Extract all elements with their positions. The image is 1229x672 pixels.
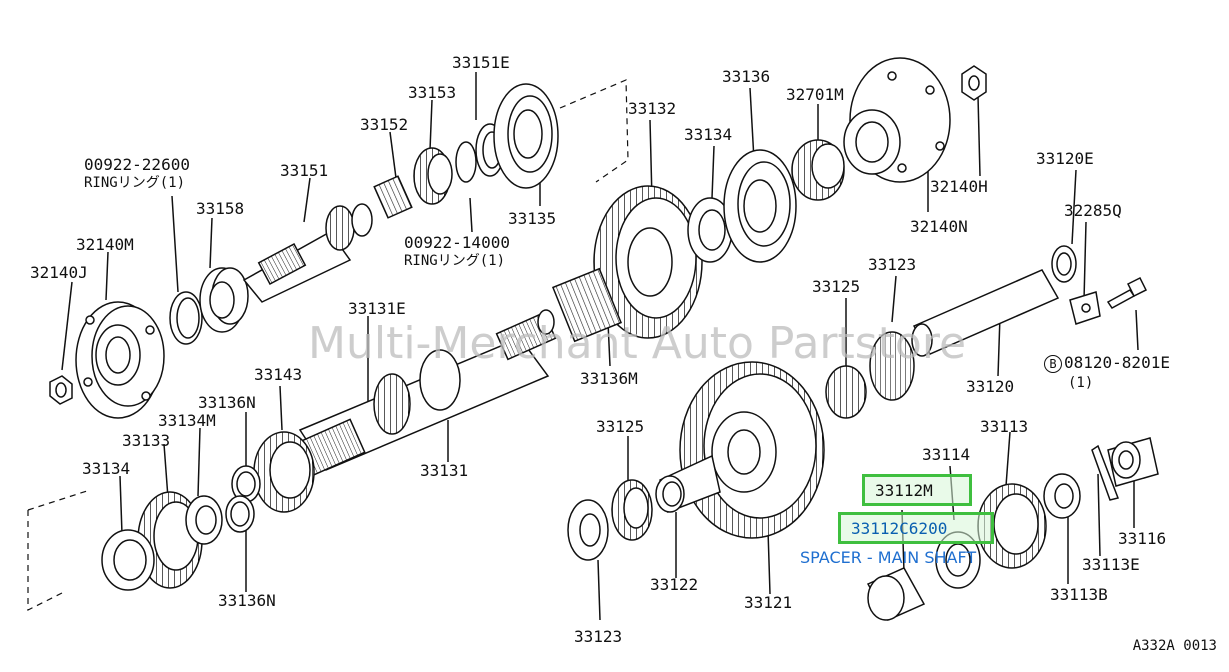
gear-33121: [659, 361, 825, 539]
part-note-bolt-qty: (1): [1068, 375, 1094, 391]
part-label-33152[interactable]: 33152: [360, 115, 409, 134]
part-label-33113b[interactable]: 33113B: [1050, 585, 1108, 604]
bearing-33153: [413, 147, 453, 205]
spacer-33112m: [866, 567, 926, 621]
plate-32285q: [1069, 291, 1101, 325]
bearing-33152: [373, 175, 413, 219]
guide-lines: [27, 79, 629, 611]
pin-33113e: [1091, 444, 1120, 501]
bearing-33123: [869, 331, 915, 401]
bearing-33135: [493, 83, 559, 189]
ring-00922-14000: [455, 141, 477, 183]
nut-32140j: [49, 375, 73, 405]
part-label-33158[interactable]: 33158: [196, 199, 245, 218]
highlight-label-33112c6200: 33112C6200: [851, 519, 948, 538]
washer-33120e: [1051, 245, 1077, 283]
gear-33132: [593, 185, 703, 339]
part-label-33123-lower[interactable]: 33123: [574, 627, 623, 646]
ring-33122: [655, 475, 685, 513]
part-label-33136m[interactable]: 33136M: [580, 369, 638, 388]
part-label-33134m[interactable]: 33134M: [158, 411, 216, 430]
part-label-33136n-lower[interactable]: 33136N: [218, 591, 276, 610]
seal-32701m: [791, 139, 845, 201]
part-label-33132[interactable]: 33132: [628, 99, 677, 118]
highlight-33112m[interactable]: 33112M: [862, 474, 972, 506]
part-label-32140j[interactable]: 32140J: [30, 263, 88, 282]
part-label-33116[interactable]: 33116: [1118, 529, 1167, 548]
part-label-33121[interactable]: 33121: [744, 593, 793, 612]
hub-33143: [253, 431, 315, 513]
flange-32140n: [843, 57, 951, 183]
gear-33125-lower: [611, 479, 653, 541]
shaft-33120: [911, 269, 1060, 357]
part-label-33120[interactable]: 33120: [966, 377, 1015, 396]
part-label-32701m[interactable]: 32701M: [786, 85, 844, 104]
bolt-marker-icon: B: [1044, 355, 1062, 373]
part-label-33122[interactable]: 33122: [650, 575, 699, 594]
part-label-33123-upper[interactable]: 33123: [868, 255, 917, 274]
bearing-33136n-lower: [225, 495, 255, 533]
gear-33113: [977, 483, 1047, 569]
part-label-32285q[interactable]: 32285Q: [1064, 201, 1122, 220]
part-label-33153[interactable]: 33153: [408, 83, 457, 102]
part-label-33114[interactable]: 33114: [922, 445, 971, 464]
shaft-33151: [242, 203, 373, 303]
part-label-33131e[interactable]: 33131E: [348, 299, 406, 318]
nut-32140h: [961, 65, 987, 101]
part-label-33135[interactable]: 33135: [508, 209, 557, 228]
bolt-08120-8201e: [1106, 276, 1148, 309]
part-note-ring-qty: RINGリング(1): [84, 175, 186, 191]
bearing-33114: [935, 531, 981, 589]
part-label-33125-upper[interactable]: 33125: [812, 277, 861, 296]
part-label-33143[interactable]: 33143: [254, 365, 303, 384]
part-label-33151[interactable]: 33151: [280, 161, 329, 180]
watermark: Multi-Merchant Auto Partstore: [308, 318, 967, 369]
part-label-32140n[interactable]: 32140N: [910, 217, 968, 236]
bearing-33136n-upper: [231, 465, 261, 503]
diagram-reference: A332A 0013: [1132, 638, 1217, 654]
part-label-33136[interactable]: 33136: [722, 67, 771, 86]
spacer-33134m: [185, 495, 223, 545]
part-label-33125-lower[interactable]: 33125: [596, 417, 645, 436]
flange-32140m: [75, 301, 165, 419]
part-label-33134-lower[interactable]: 33134: [82, 459, 131, 478]
bearing-33136m: [551, 267, 623, 343]
part-label-33113e[interactable]: 33113E: [1082, 555, 1140, 574]
part-label-32140h[interactable]: 32140H: [930, 177, 988, 196]
washer-33134-lower: [101, 529, 155, 591]
part-label-33133[interactable]: 33133: [122, 431, 171, 450]
part-note-ring-qty-2: RINGリング(1): [404, 253, 506, 269]
bolt-part-number: 08120-8201E: [1064, 353, 1170, 372]
gear-33125-upper: [825, 365, 867, 419]
ring-00922-22600: [169, 291, 203, 345]
mainshaft-33131: [294, 309, 557, 478]
part-label-33120e[interactable]: 33120E: [1036, 149, 1094, 168]
part-label-33131[interactable]: 33131: [420, 461, 469, 480]
highlight-label-33112m: 33112M: [875, 481, 933, 500]
bearing-33158: [199, 267, 249, 333]
part-description: SPACER - MAIN SHAFT: [800, 548, 977, 567]
part-label-33151e[interactable]: 33151E: [452, 53, 510, 72]
part-label-00922-14000[interactable]: 00922-14000: [404, 233, 510, 252]
part-label-32140m[interactable]: 32140M: [76, 235, 134, 254]
cap-33116: [1107, 437, 1159, 487]
part-label-33134-upper[interactable]: 33134: [684, 125, 733, 144]
highlight-33112c6200[interactable]: 33112C6200: [838, 512, 994, 544]
washer-33123-lower: [567, 499, 609, 561]
bearing-33136: [723, 149, 797, 263]
part-label-00922-22600[interactable]: 00922-22600: [84, 155, 190, 174]
part-label-33113[interactable]: 33113: [980, 417, 1029, 436]
part-label-33136n-upper[interactable]: 33136N: [198, 393, 256, 412]
leader-lines: [61, 72, 1139, 621]
nut-33113b: [1043, 473, 1081, 519]
